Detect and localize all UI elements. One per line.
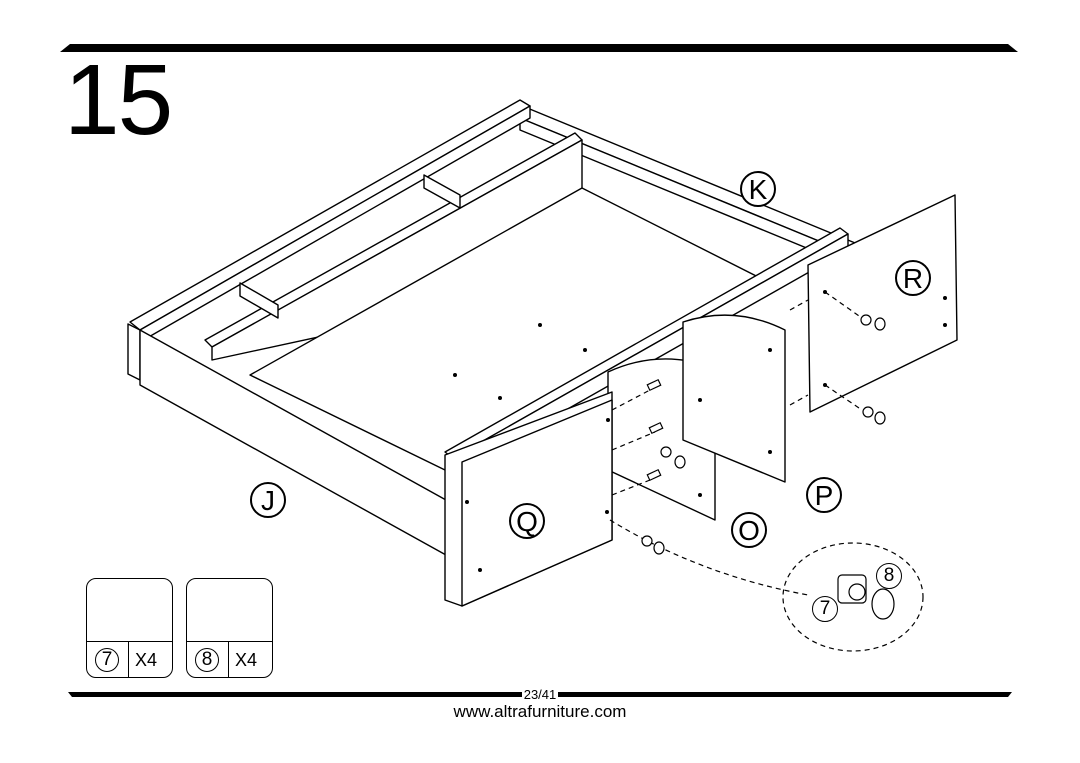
hardware-qty: X4 <box>235 650 258 670</box>
step-number: 15 <box>64 44 173 156</box>
small-divider <box>239 282 279 319</box>
part-label-o: O <box>731 512 767 548</box>
header-bar <box>60 44 1018 52</box>
divider <box>128 642 129 677</box>
panel-p <box>682 314 786 483</box>
callout-cap-number: 8 <box>876 563 902 589</box>
hardware-card-7: 7 X4 <box>86 578 173 678</box>
part-label-j: J <box>250 482 286 518</box>
divider <box>228 642 229 677</box>
hardware-id: 8 <box>195 648 219 672</box>
hardware-row: 7 X4 <box>87 641 172 677</box>
side-panel-j <box>127 323 141 381</box>
hardware-id: 7 <box>95 648 119 672</box>
hardware-card-8: 8 X4 <box>186 578 273 678</box>
part-label-p: P <box>806 477 842 513</box>
page-number-wrap: 23/41 <box>0 687 1080 702</box>
part-label-r: R <box>895 260 931 296</box>
panel-r <box>807 194 958 413</box>
page-number: 23/41 <box>521 687 559 702</box>
part-label-q: Q <box>509 503 545 539</box>
hardware-qty: X4 <box>135 650 158 670</box>
website-url: www.altrafurniture.com <box>453 702 627 721</box>
hardware-row: 8 X4 <box>187 641 272 677</box>
callout-cam-number: 7 <box>812 596 838 622</box>
part-label-k: K <box>740 171 776 207</box>
